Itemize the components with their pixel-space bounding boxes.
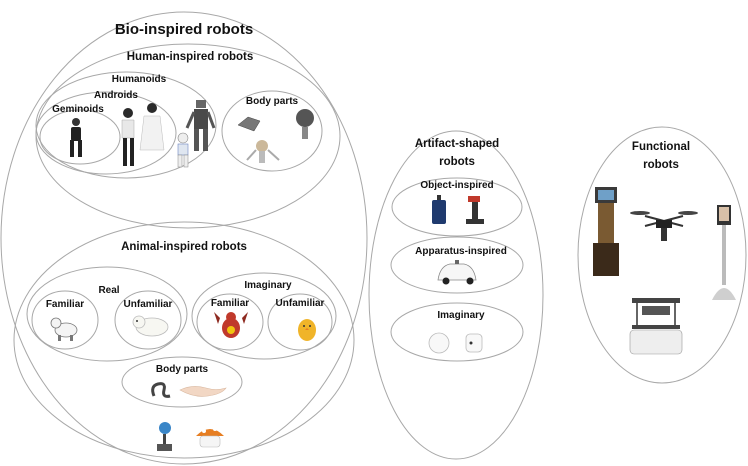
animal-inspired-title: Animal-inspired robots [121,241,247,253]
functional-oval [577,126,747,384]
geminoid-robot-image [70,118,82,157]
real-unfamiliar-label: Unfamiliar [124,299,173,310]
real-animals-oval [26,266,188,362]
artifact-imaginary-oval [390,302,524,362]
imaginary-familiar-oval [196,293,264,351]
flower-and-mushroom-robots-image [157,422,224,451]
functional-robots-image [593,187,736,355]
animal-inspired-oval [13,221,355,459]
androids-label: Androids [94,90,138,101]
imaginary-unfamiliar-label: Unfamiliar [276,298,325,309]
imaginary-animals-oval [191,272,337,360]
imaginary-artifact-robots-image [428,332,483,354]
robot-seal-image [132,315,169,337]
android-robot-image [121,103,165,166]
robot-dragon-image [214,312,248,338]
animal-body-parts-image [151,382,227,398]
robot-dog-image [50,317,78,341]
humanoids-label: Humanoids [112,74,167,85]
human-body-parts-oval [221,90,323,172]
animal-body-parts-oval [121,356,243,408]
human-inspired-title: Human-inspired robots [127,51,254,63]
object-inspired-oval [391,177,523,237]
functional-title-line2: robots [643,159,679,171]
humanoid-robot-image [177,100,216,168]
human-body-parts-image [237,109,314,163]
artifact-imaginary-label: Imaginary [437,310,485,321]
geminoids-label: Geminoids [52,104,104,115]
object-inspired-robots-image [432,195,484,224]
self-driving-car-image [437,260,477,285]
apparatus-inspired-oval [390,236,524,294]
geminoids-oval [39,109,121,165]
real-unfamiliar-oval [114,290,182,350]
imaginary-label: Imaginary [244,280,292,291]
androids-oval [35,91,177,175]
imaginary-familiar-label: Familiar [211,298,249,309]
real-label: Real [98,285,119,296]
object-inspired-label: Object-inspired [420,180,493,191]
real-familiar-oval [31,290,99,350]
imaginary-unfamiliar-oval [267,293,333,351]
apparatus-inspired-label: Apparatus-inspired [415,246,507,257]
bio-inspired-title: Bio-inspired robots [115,21,253,38]
bio-inspired-oval [0,11,368,465]
real-familiar-label: Familiar [46,299,84,310]
humanoids-oval [35,71,217,179]
human-body-parts-label: Body parts [246,96,299,107]
artifact-shaped-oval [368,130,544,460]
robot-chick-image [298,319,316,341]
artifact-title-line2: robots [439,156,475,168]
functional-title-line1: Functional [632,141,690,153]
artifact-title-line1: Artifact-shaped [415,138,499,150]
human-inspired-oval [35,43,341,229]
animal-body-parts-label: Body parts [156,364,209,375]
